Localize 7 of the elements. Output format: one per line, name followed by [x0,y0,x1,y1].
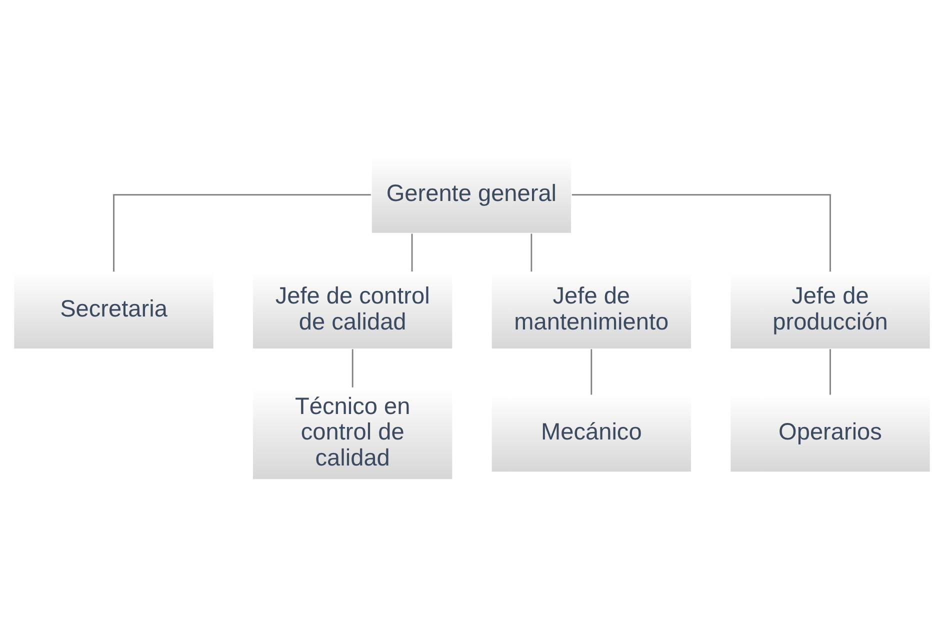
connector [572,194,831,272]
connector [530,234,532,272]
connector [113,194,371,272]
connector [590,349,592,395]
connector [352,349,354,388]
connector [830,349,831,395]
connector [411,234,413,272]
